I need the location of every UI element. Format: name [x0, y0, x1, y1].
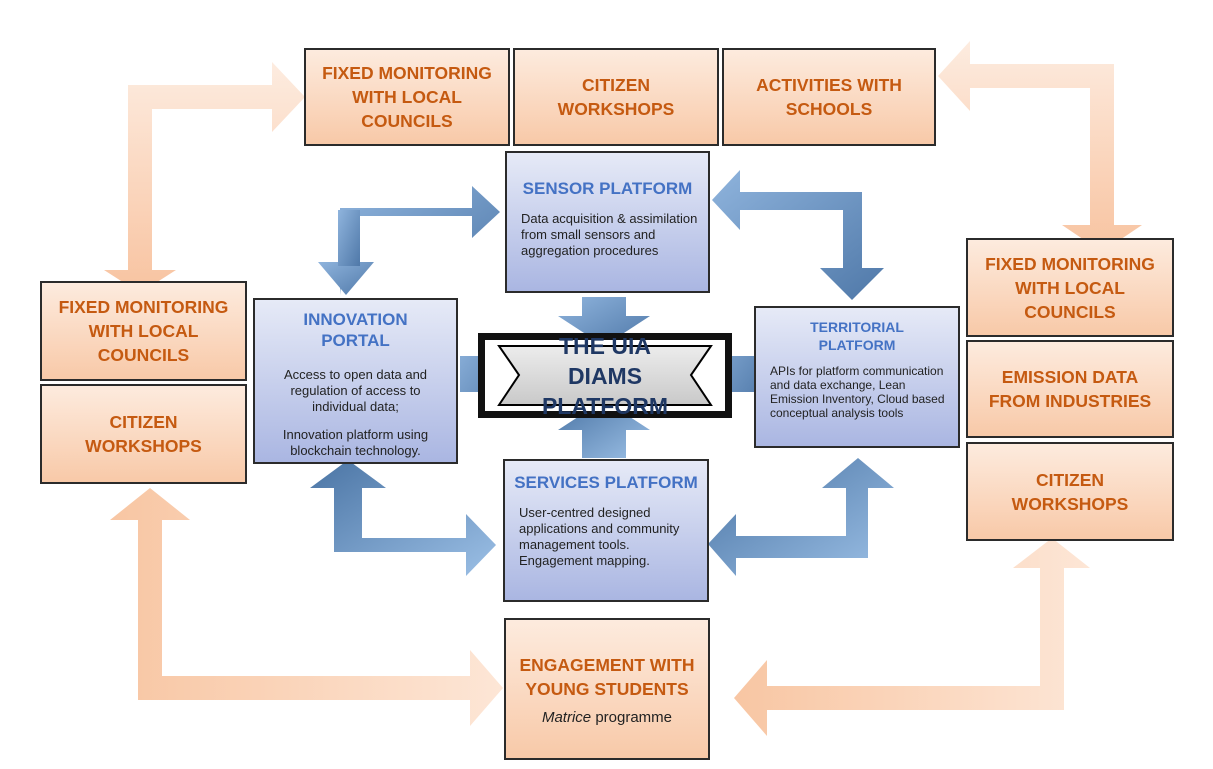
arrow-top-to-right [938, 41, 1142, 252]
sensor-platform-desc: Data acquisition & assimilation from sma… [521, 211, 698, 258]
territorial-platform-desc: APIs for platform communication and data… [770, 364, 945, 420]
center-platform-shape [497, 345, 713, 406]
arrow-sensor-to-territorial [712, 170, 884, 300]
top-box-activities-schools: ACTIVITIES WITH SCHOOLS [722, 48, 936, 146]
top-box-fixed-monitoring-label: FIXED MONITORING WITH LOCAL COUNCILS [322, 63, 492, 131]
arrow-right-to-bottom [734, 538, 1090, 736]
engagement-sub-rest: programme [591, 708, 673, 726]
top-box-fixed-monitoring: FIXED MONITORING WITH LOCAL COUNCILS [304, 48, 510, 146]
arrow-services-to-territorial [708, 458, 894, 576]
territorial-platform-box: TERRITORIAL PLATFORM APIs for platform c… [754, 306, 960, 448]
top-box-activities-schools-label: ACTIVITIES WITH SCHOOLS [756, 75, 902, 119]
right-box-emission-data: EMISSION DATA FROM INDUSTRIES [966, 340, 1174, 438]
top-box-citizen-workshops: CITIZEN WORKSHOPS [513, 48, 719, 146]
innovation-portal-box: INNOVATION PORTAL Access to open data an… [253, 298, 458, 464]
innovation-portal-desc1: Access to open data and regulation of ac… [283, 367, 428, 414]
right-box-citizen-workshops: CITIZEN WORKSHOPS [966, 442, 1174, 541]
engagement-title: ENGAGEMENT WITH YOUNG STUDENTS [519, 654, 695, 699]
right-box-fixed-monitoring: FIXED MONITORING WITH LOCAL COUNCILS [966, 238, 1174, 337]
engagement-subtitle: Matrice programme [542, 709, 672, 726]
engagement-box: ENGAGEMENT WITH YOUNG STUDENTS Matrice p… [504, 618, 710, 760]
right-box-citizen-workshops-label: CITIZEN WORKSHOPS [1011, 469, 1129, 514]
arrow-services-to-center [558, 400, 650, 458]
arrow-innovation-to-sensor [340, 186, 500, 295]
center-platform-title: THE UIA DIAMS PLATFORM [541, 332, 669, 419]
sensor-platform-box: SENSOR PLATFORM Data acquisition & assim… [505, 151, 710, 293]
right-box-fixed-monitoring-label: FIXED MONITORING WITH LOCAL COUNCILS [985, 253, 1155, 322]
services-platform-desc: User-centred designed applications and c… [519, 505, 680, 568]
territorial-platform-title: TERRITORIAL PLATFORM [810, 319, 904, 353]
left-box-citizen-workshops-label: CITIZEN WORKSHOPS [85, 412, 202, 456]
innovation-portal-title: INNOVATION PORTAL [303, 310, 408, 350]
left-box-fixed-monitoring-label: FIXED MONITORING WITH LOCAL COUNCILS [58, 297, 229, 365]
arrow-innovation-to-services [310, 460, 496, 576]
services-platform-title: SERVICES PLATFORM [514, 473, 698, 492]
left-box-fixed-monitoring: FIXED MONITORING WITH LOCAL COUNCILS [40, 281, 247, 381]
arrow-sensor-to-center [558, 297, 650, 346]
right-box-emission-data-label: EMISSION DATA FROM INDUSTRIES [988, 367, 1152, 411]
innovation-portal-desc2: Innovation platform using blockchain tec… [282, 427, 429, 458]
left-box-citizen-workshops: CITIZEN WORKSHOPS [40, 384, 247, 484]
sensor-platform-title: SENSOR PLATFORM [522, 179, 693, 198]
arrow-left-to-top [104, 62, 305, 293]
center-platform-box: THE UIA DIAMS PLATFORM [478, 332, 732, 419]
top-box-citizen-workshops-label: CITIZEN WORKSHOPS [557, 75, 675, 119]
arrow-left-to-bottom [110, 488, 503, 726]
engagement-sub-italic: Matrice [541, 708, 592, 726]
services-platform-box: SERVICES PLATFORM User-centred designed … [503, 459, 709, 602]
